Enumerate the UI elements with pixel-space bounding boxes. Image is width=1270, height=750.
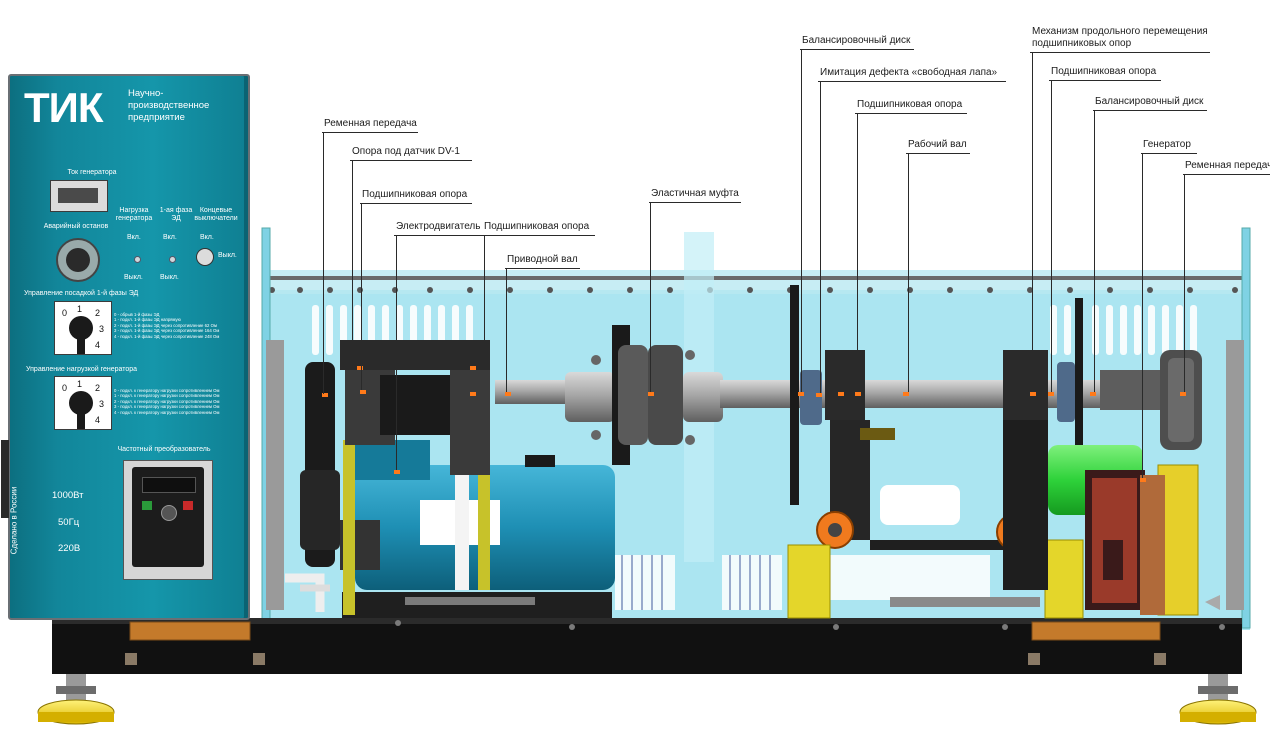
marker <box>505 392 511 396</box>
label-bearing-support-3: Подшипниковая опора <box>857 99 963 110</box>
label-work-shaft: Рабочий вал <box>908 139 967 150</box>
converter-stop-button[interactable] <box>183 501 193 510</box>
marker <box>470 392 476 396</box>
load-on-label: Вкл. <box>127 234 141 241</box>
gen-legend: 0 - подкл. к генератору нагрузки сопроти… <box>114 388 220 415</box>
label-dv1-support: Опора под датчик DV-1 <box>352 146 460 157</box>
phase-control-label: Управление посадкой 1-й фазы ЭД <box>24 290 139 297</box>
leveling-foot-right <box>1179 674 1257 725</box>
power-rating: 1000Вт <box>52 490 84 501</box>
freq-converter-label: Частотный преобразователь <box>117 446 211 453</box>
generator <box>1048 445 1145 610</box>
control-cabinet: ТИК Научно- производственное предприятие… <box>8 74 250 620</box>
label-generator: Генератор <box>1143 139 1191 150</box>
marker <box>1140 478 1146 482</box>
gen-control-switch[interactable]: 0 1 2 3 4 <box>54 376 112 430</box>
frequency-rating: 50Гц <box>58 517 80 528</box>
marker <box>798 392 804 396</box>
marker <box>1180 392 1186 396</box>
marker <box>1030 392 1036 396</box>
label-bearing-move: Механизм продольного перемещения подшипн… <box>1032 26 1208 49</box>
label-bearing-support-2: Подшипниковая опора <box>484 221 590 232</box>
marker <box>855 392 861 396</box>
emergency-stop-label: Аварийный останов <box>43 223 109 230</box>
load-indicator <box>134 256 141 263</box>
label-balancing-disk-2: Балансировочный диск <box>1095 96 1204 107</box>
generator-load-label: Нагрузка генератора <box>115 207 153 222</box>
converter-display <box>142 477 196 493</box>
voltage-rating: 220В <box>58 543 81 554</box>
label-bearing-support-1: Подшипниковая опора <box>362 189 468 200</box>
phase-indicator <box>169 256 176 263</box>
label-motor: Электродвигатель <box>396 221 481 232</box>
phase-off-label: Выкл. <box>160 274 179 281</box>
generator-current-label: Ток генератора <box>67 169 117 176</box>
label-coupling: Эластичная муфта <box>651 188 739 199</box>
converter-start-button[interactable] <box>142 501 152 510</box>
balancing-disk-1 <box>790 285 799 505</box>
phase-legend: 0 - обрыв 1-й фазы ЭД 1 - подкл. 1-й фаз… <box>114 312 220 339</box>
marker <box>1090 392 1096 396</box>
label-soft-foot: Имитация дефекта «свободная лапа» <box>820 67 998 78</box>
company-name: Научно- производственное предприятие <box>128 88 210 123</box>
limit-on-label: Вкл. <box>200 234 214 241</box>
marker <box>1048 392 1054 396</box>
gen-control-label: Управление нагрузкой генератора <box>26 366 138 373</box>
company-logo: ТИК <box>24 84 103 131</box>
balancing-disk-2 <box>1075 298 1083 498</box>
label-balancing-disk-1: Балансировочный диск <box>802 35 911 46</box>
phase-on-label: Вкл. <box>163 234 177 241</box>
label-belt-right: Ременная передача <box>1185 160 1270 171</box>
limit-switch-button[interactable] <box>196 248 214 266</box>
label-drive-shaft: Приводной вал <box>507 254 578 265</box>
marker <box>816 393 822 397</box>
leveling-foot-left <box>37 674 115 725</box>
load-off-label: Выкл. <box>124 274 143 281</box>
frequency-converter[interactable] <box>123 460 213 580</box>
marker <box>322 393 328 397</box>
marker <box>903 392 909 396</box>
limit-switches-label: Концевые выключатели <box>194 207 238 222</box>
marker <box>357 366 363 370</box>
bearing-support-4 <box>1003 350 1048 590</box>
limit-off-label: Выкл. <box>218 252 237 259</box>
label-bearing-support-4: Подшипниковая опора <box>1051 66 1157 77</box>
marker <box>470 366 476 370</box>
current-meter <box>50 180 108 212</box>
elastic-coupling <box>565 325 723 465</box>
label-belt-left: Ременная передача <box>324 118 417 129</box>
made-in-label: Сделано в России <box>9 486 19 555</box>
emergency-stop-button[interactable] <box>56 238 100 282</box>
marker <box>838 392 844 396</box>
marker <box>394 470 400 474</box>
marker <box>360 390 366 394</box>
phase1-label: 1-ая фаза ЭД <box>159 207 193 222</box>
marker <box>648 392 654 396</box>
phase-control-switch[interactable]: 0 1 2 3 4 <box>54 301 112 355</box>
converter-knob[interactable] <box>161 505 177 521</box>
cabinet-latch <box>1 440 9 518</box>
